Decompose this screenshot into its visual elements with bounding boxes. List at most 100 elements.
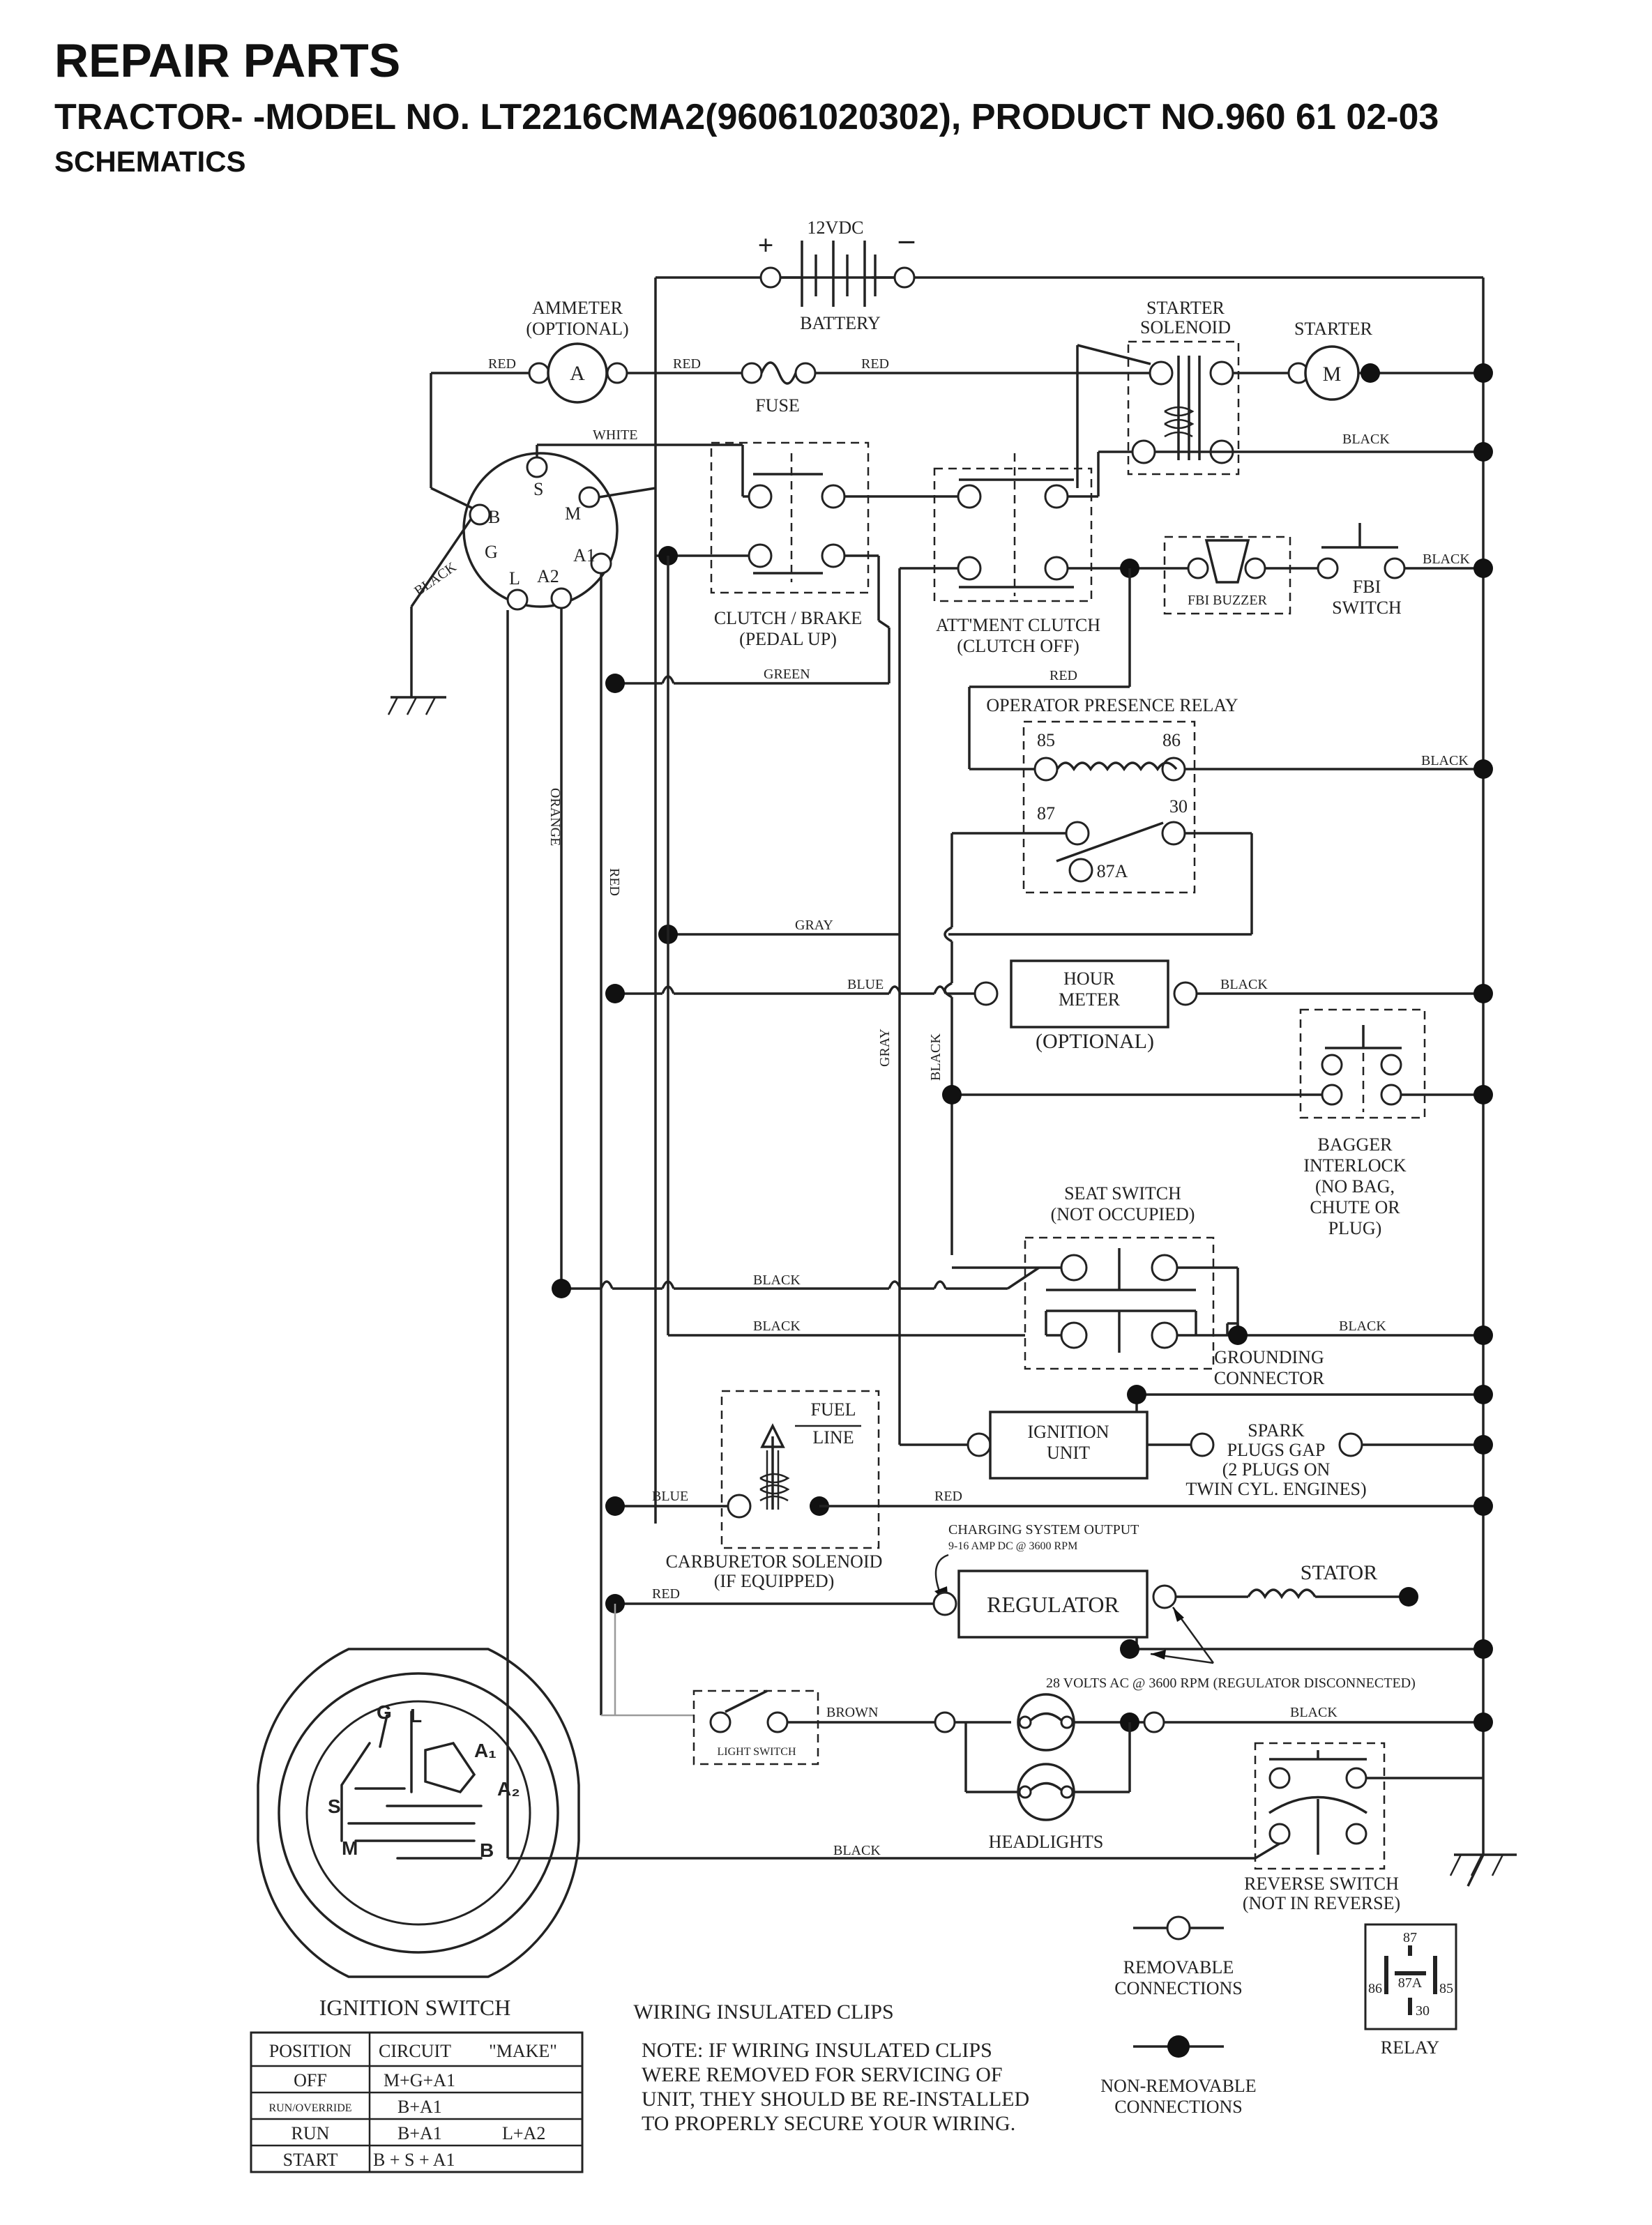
seat-switch-label: (NOT OCCUPIED) <box>1051 1204 1195 1224</box>
wire-black-label: BLACK <box>1339 1319 1386 1334</box>
hour-meter-label: METER <box>1059 989 1121 1010</box>
bagger-label: BAGGER <box>1318 1134 1393 1155</box>
fuel-line-label: FUEL <box>811 1399 856 1420</box>
wire-red-label: RED <box>488 356 516 372</box>
table-cell: OFF <box>294 2070 327 2090</box>
wire-black-label: BLACK <box>1290 1705 1337 1720</box>
hour-meter-optional: (OPTIONAL) <box>1036 1030 1154 1053</box>
table-cell: L+A2 <box>502 2123 545 2143</box>
fbi-switch-label: SWITCH <box>1332 598 1402 618</box>
wire-black-label: BLACK <box>411 559 460 599</box>
grounding-label: GROUNDING <box>1214 1347 1324 1367</box>
reverse-switch: BLACK REVERSE SWITCH (NOT IN REVERSE) <box>506 1611 1483 1913</box>
legend-relay: RELAY <box>1381 2037 1439 2058</box>
attachment-clutch-label: ATT'MENT CLUTCH <box>936 615 1100 635</box>
light-switch-label: LIGHT SWITCH <box>717 1746 796 1758</box>
starter-solenoid: STARTER SOLENOID <box>1076 298 1240 488</box>
terminal-87: 87 <box>1037 803 1055 823</box>
legend-removable: CONNECTIONS <box>1114 1978 1242 1998</box>
ignition-switch-title: IGNITION SWITCH <box>319 1995 511 2020</box>
reverse-switch-label: REVERSE SWITCH <box>1244 1874 1399 1894</box>
opr-label: OPERATOR PRESENCE RELAY <box>986 695 1238 715</box>
ground-bus <box>1449 278 1517 1887</box>
green-wire: GREEN <box>605 619 891 693</box>
spark-label: TWIN CYL. ENGINES) <box>1185 1479 1366 1499</box>
terminal-a1: A1 <box>573 545 596 565</box>
ignition-pin-b: B <box>480 1839 494 1861</box>
wire-black-label: BLACK <box>1342 432 1390 447</box>
legend-removable: REMOVABLE <box>1123 1957 1234 1977</box>
ignition-unit: IGNITION UNIT SPARK PLUGS GAP (2 PLUGS O… <box>898 1178 1493 1499</box>
clips-line: TO PROPERLY SECURE YOUR WIRING. <box>642 2112 1015 2135</box>
starter-letter: M <box>1323 363 1342 386</box>
clips-title: WIRING INSULATED CLIPS <box>633 2000 893 2023</box>
terminal-a2: A2 <box>537 566 559 586</box>
clutch-brake-label: CLUTCH / BRAKE <box>714 608 862 628</box>
grounding-label: CONNECTOR <box>1214 1368 1325 1388</box>
wire-gray-label: GRAY <box>795 918 833 933</box>
page-title: REPAIR PARTS <box>54 34 401 87</box>
wire-red-label: RED <box>673 356 701 372</box>
terminal-87a: 87A <box>1097 861 1128 881</box>
wire-red-label: RED <box>861 356 889 372</box>
wire-green-label: GREEN <box>764 667 810 682</box>
wire-black-label: BLACK <box>753 1273 801 1288</box>
wire-red-label: RED <box>652 1586 680 1602</box>
ammeter-label: AMMETER <box>532 298 623 318</box>
clips-line: NOTE: IF WIRING INSULATED CLIPS <box>642 2039 992 2062</box>
table-cell: B + S + A1 <box>373 2150 455 2170</box>
wire-red-label: RED <box>607 868 622 896</box>
carburetor-solenoid: FUEL LINE BLUE RED CARBURETOR SOLENOID (… <box>605 1390 1493 1591</box>
hour-meter: BLUE HOUR METER (OPTIONAL) BLACK <box>605 959 1493 1053</box>
relay-pin: 30 <box>1416 2003 1430 2019</box>
relay-pin: 87 <box>1403 1930 1417 1945</box>
starter-solenoid-label: STARTER <box>1146 298 1225 318</box>
ignition-pin-a2: A₂ <box>497 1778 520 1800</box>
wire-orange-label: ORANGE <box>547 788 563 846</box>
wire-black-label: BLACK <box>928 1033 944 1081</box>
ignition-switch-illustration: G L A₁ A₂ S M B IGNITION SWITCH <box>257 1648 580 2020</box>
clips-note: WIRING INSULATED CLIPS NOTE: IF WIRING I… <box>633 2000 1029 2135</box>
power-feed: RED RED RED <box>430 356 1151 510</box>
ignition-pin-s: S <box>328 1795 341 1817</box>
terminal-m: M <box>565 503 581 524</box>
wire-black-label: BLACK <box>833 1843 881 1858</box>
bagger-label: INTERLOCK <box>1303 1155 1407 1176</box>
wire-red-label: RED <box>1049 668 1077 683</box>
fbi-switch-label: FBI <box>1353 577 1381 597</box>
relay-pin: 86 <box>1368 1981 1382 1996</box>
battery: 12VDC BATTERY + – <box>654 218 1483 1524</box>
wire-red-label: RED <box>934 1489 962 1504</box>
table-cell: RUN/OVERRIDE <box>268 2102 351 2114</box>
fbi-switch: FBI SWITCH BLACK <box>1317 523 1493 618</box>
wire-brown-label: BROWN <box>826 1705 878 1720</box>
carb-solenoid-label: CARBURETOR SOLENOID <box>666 1551 883 1572</box>
wire-black-label: BLACK <box>753 1319 801 1334</box>
starter-solenoid-label: SOLENOID <box>1140 317 1231 337</box>
wire-white-label: WHITE <box>593 427 637 443</box>
legend: REMOVABLE CONNECTIONS NON-REMOVABLE CONN… <box>1100 1915 1457 2117</box>
legend-nonremovable: NON-REMOVABLE <box>1100 2076 1256 2096</box>
bagger-label: PLUG) <box>1328 1218 1382 1238</box>
headlights-label: HEADLIGHTS <box>989 1832 1104 1852</box>
seat-switch-label: SEAT SWITCH <box>1064 1183 1181 1203</box>
terminal-30: 30 <box>1169 796 1188 817</box>
lighting-circuit: LIGHT SWITCH BROWN BLACK HEADLIGHTS <box>601 1604 1493 1852</box>
battery-voltage-label: 12VDC <box>808 218 864 238</box>
bagger-label: CHUTE OR <box>1310 1197 1400 1217</box>
wire-black-label: BLACK <box>1421 753 1469 768</box>
carb-solenoid-label: (IF EQUIPPED) <box>714 1571 835 1591</box>
terminal-86: 86 <box>1162 730 1181 750</box>
fbi-buzzer-label: FBI BUZZER <box>1188 593 1268 608</box>
clips-line: UNIT, THEY SHOULD BE RE-INSTALLED <box>642 2088 1029 2111</box>
section-title: SCHEMATICS <box>54 145 246 178</box>
ignition-pin-a1: A₁ <box>474 1740 497 1761</box>
clutch-brake-label: (PEDAL UP) <box>739 629 837 649</box>
charging-label: CHARGING SYSTEM OUTPUT <box>948 1522 1139 1537</box>
minus-icon: – <box>898 222 915 257</box>
table-header: CIRCUIT <box>379 2041 451 2061</box>
fuel-line-label: LINE <box>812 1427 854 1448</box>
wire-black-label: BLACK <box>1220 977 1268 992</box>
table-cell: RUN <box>291 2123 330 2143</box>
